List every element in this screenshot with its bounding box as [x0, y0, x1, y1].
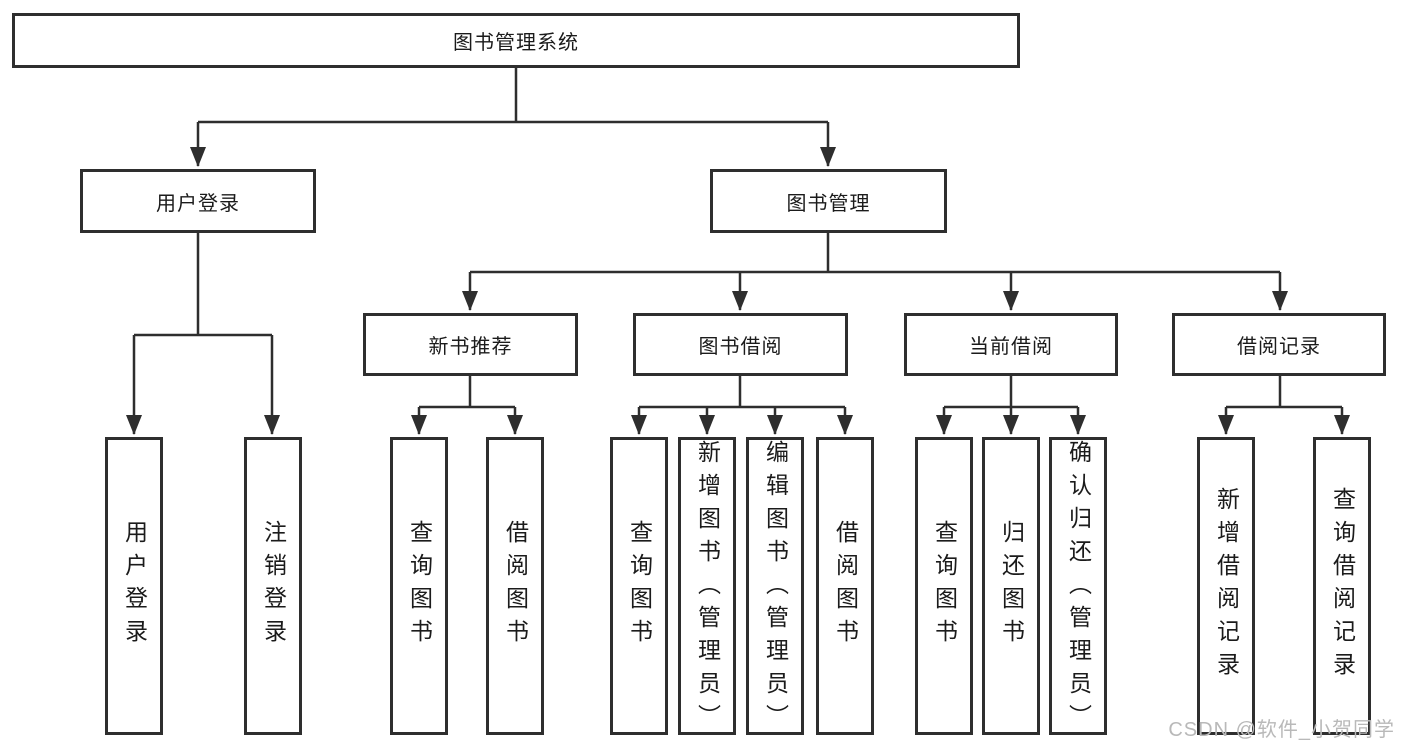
node-library-system: 图书管理系统: [12, 13, 1020, 68]
csdn-watermark: CSDN @软件_小贺同学: [1168, 719, 1395, 741]
connector-borrow-records: [1226, 376, 1342, 409]
connector-book-borrow: [639, 376, 845, 409]
node-leaf-return-book: 归还图书: [982, 437, 1040, 735]
connector-book-mgmt: [470, 233, 1280, 274]
node-leaf-query-books-current: 查询图书: [915, 437, 973, 735]
node-book-management: 图书管理: [710, 169, 947, 233]
node-leaf-edit-book-admin: 编辑图书（管理员）: [746, 437, 804, 737]
node-leaf-borrow-books: 借阅图书: [816, 437, 874, 735]
connector-current-borrow: [944, 376, 1078, 409]
node-leaf-query-books-recommend: 查询图书: [390, 437, 448, 735]
node-borrow-records: 借阅记录: [1172, 313, 1386, 376]
node-new-book-recommend: 新书推荐: [363, 313, 578, 376]
node-leaf-add-book-admin: 新增图书（管理员）: [678, 437, 736, 737]
node-leaf-confirm-return-admin: 确认归还（管理员）: [1049, 437, 1107, 737]
connector-new-book: [419, 376, 515, 409]
connector-root: [198, 68, 828, 124]
connector-user-login: [134, 233, 272, 337]
node-leaf-query-borrow-record: 查询借阅记录: [1313, 437, 1371, 735]
node-leaf-user-login: 用户登录: [105, 437, 163, 735]
node-current-borrowing: 当前借阅: [904, 313, 1118, 376]
node-leaf-logout: 注销登录: [244, 437, 302, 735]
node-book-borrowing: 图书借阅: [633, 313, 848, 376]
node-leaf-query-books-borrow: 查询图书: [610, 437, 668, 735]
node-user-login: 用户登录: [80, 169, 316, 233]
node-leaf-borrow-books-recommend: 借阅图书: [486, 437, 544, 735]
node-leaf-add-borrow-record: 新增借阅记录: [1197, 437, 1255, 735]
